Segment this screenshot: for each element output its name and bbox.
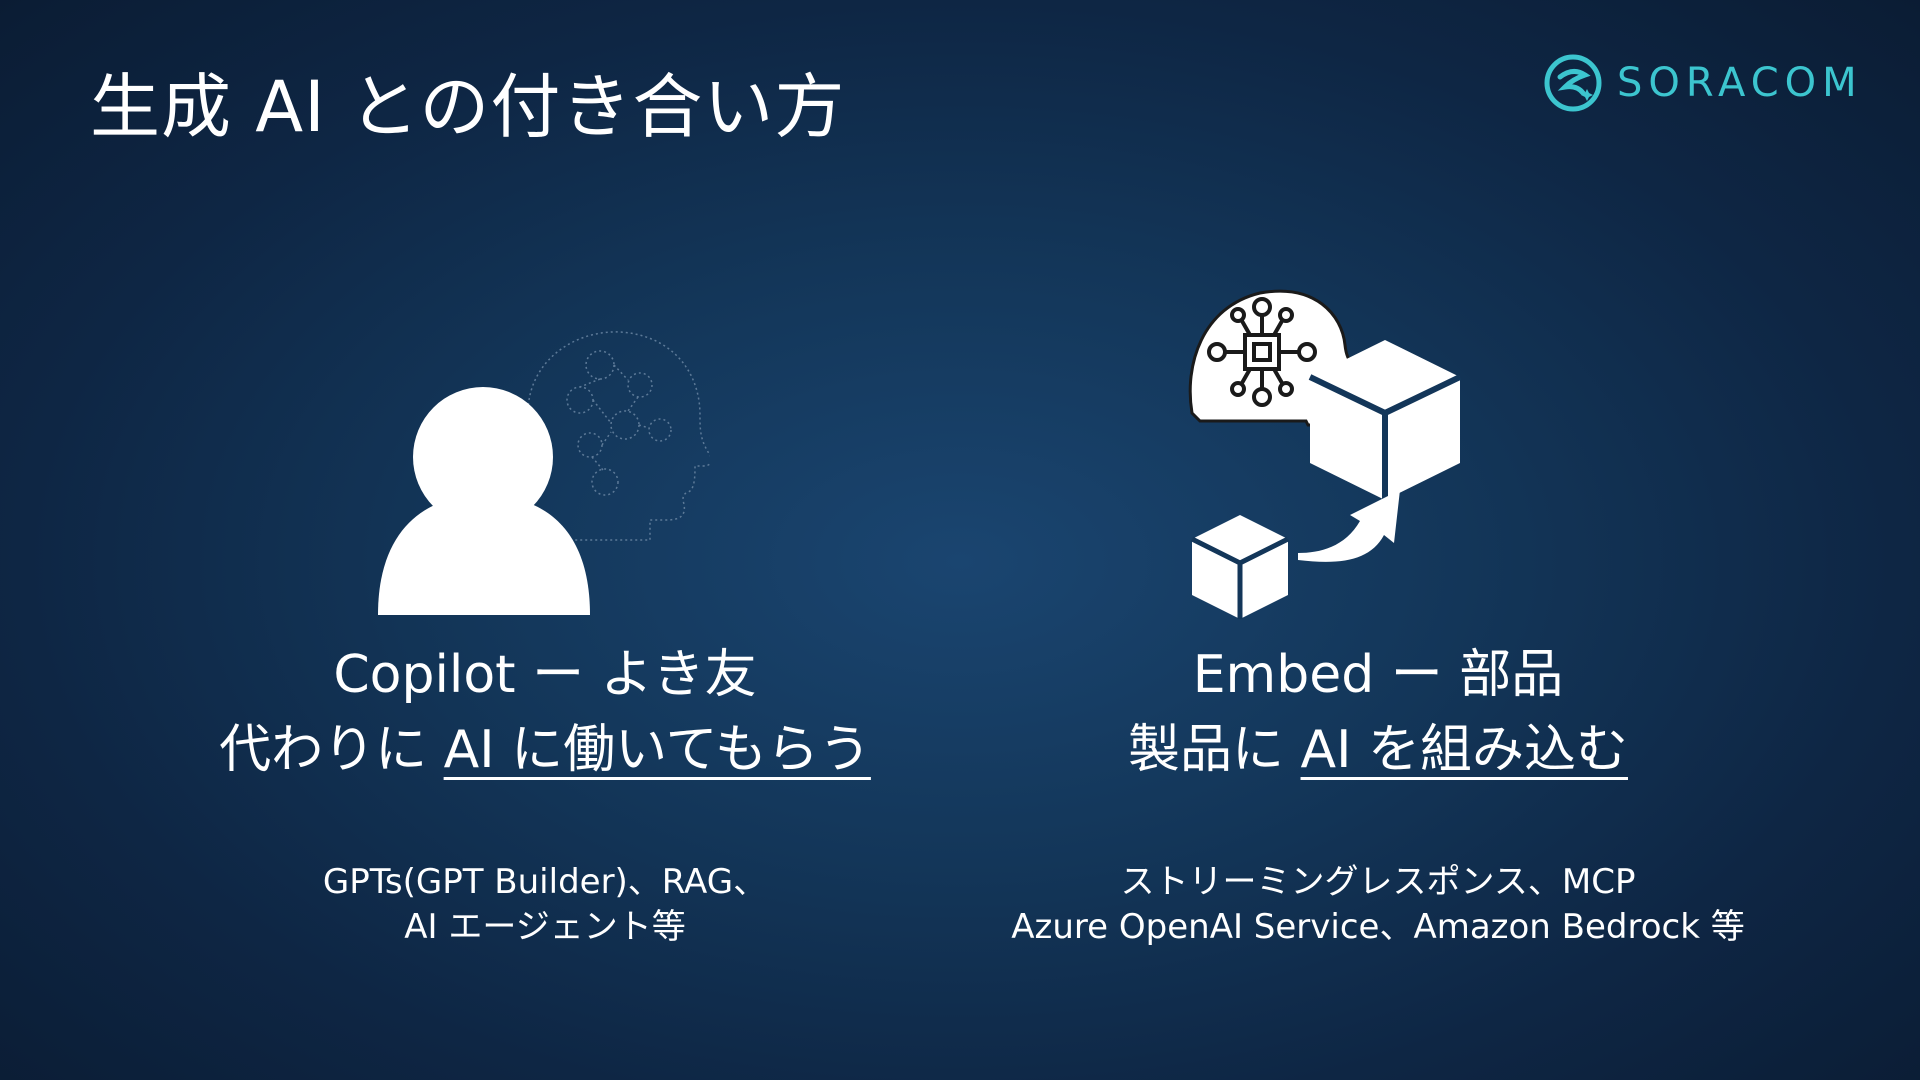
copilot-note-line-1: GPTs(GPT Builder)、RAG、 xyxy=(322,862,768,902)
embed-heading-dash: ー xyxy=(1390,645,1443,705)
logo-text: SORACOM xyxy=(1617,60,1863,106)
soracom-logo: SORACOM xyxy=(1543,53,1863,113)
embed-note-line-1: ストリーミングレスポンス、MCP xyxy=(1120,862,1636,902)
embed-heading: Embed ー 部品 xyxy=(948,640,1808,710)
slide-title: 生成 AI との付き合い方 xyxy=(90,66,846,148)
embed-subline: 製品に AI を組み込む xyxy=(948,710,1808,790)
copilot-notes: GPTs(GPT Builder)、RAG、 AI エージェント等 xyxy=(115,860,975,950)
copilot-heading-dash: ー xyxy=(532,645,585,705)
embed-note-line-2: Azure OpenAI Service、Amazon Bedrock 等 xyxy=(1011,907,1745,947)
embed-notes: ストリーミングレスポンス、MCP Azure OpenAI Service、Am… xyxy=(948,860,1808,950)
large-cube-icon xyxy=(1308,340,1462,500)
small-cube-icon xyxy=(1190,515,1290,619)
embed-heading-en: Embed xyxy=(1192,645,1375,705)
left-illustration xyxy=(378,331,710,615)
ai-head-outline-icon xyxy=(527,331,710,541)
embed-heading-ja: 部品 xyxy=(1459,645,1564,705)
embed-sub-plain: 製品に xyxy=(1128,720,1301,780)
copilot-sub-underlined: AI に働いてもらう xyxy=(443,720,871,780)
copilot-note-line-2: AI エージェント等 xyxy=(404,907,686,947)
person-icon xyxy=(378,387,590,615)
embed-sub-underlined: AI を組み込む xyxy=(1300,720,1628,780)
copilot-heading: Copilot ー よき友 xyxy=(115,640,975,710)
soracom-logo-icon xyxy=(1544,54,1602,112)
copilot-heading-ja: よき友 xyxy=(600,645,757,705)
curved-arrow-icon xyxy=(1298,490,1400,562)
copilot-sub-plain: 代わりに xyxy=(219,720,444,780)
copilot-subline: 代わりに AI に働いてもらう xyxy=(115,710,975,790)
copilot-heading-en: Copilot xyxy=(333,645,516,705)
right-illustration xyxy=(1188,289,1462,619)
embed-section: Embed ー 部品 製品に AI を組み込む ストリーミングレスポンス、MCP… xyxy=(948,640,1808,950)
copilot-section: Copilot ー よき友 代わりに AI に働いてもらう GPTs(GPT B… xyxy=(115,640,975,950)
